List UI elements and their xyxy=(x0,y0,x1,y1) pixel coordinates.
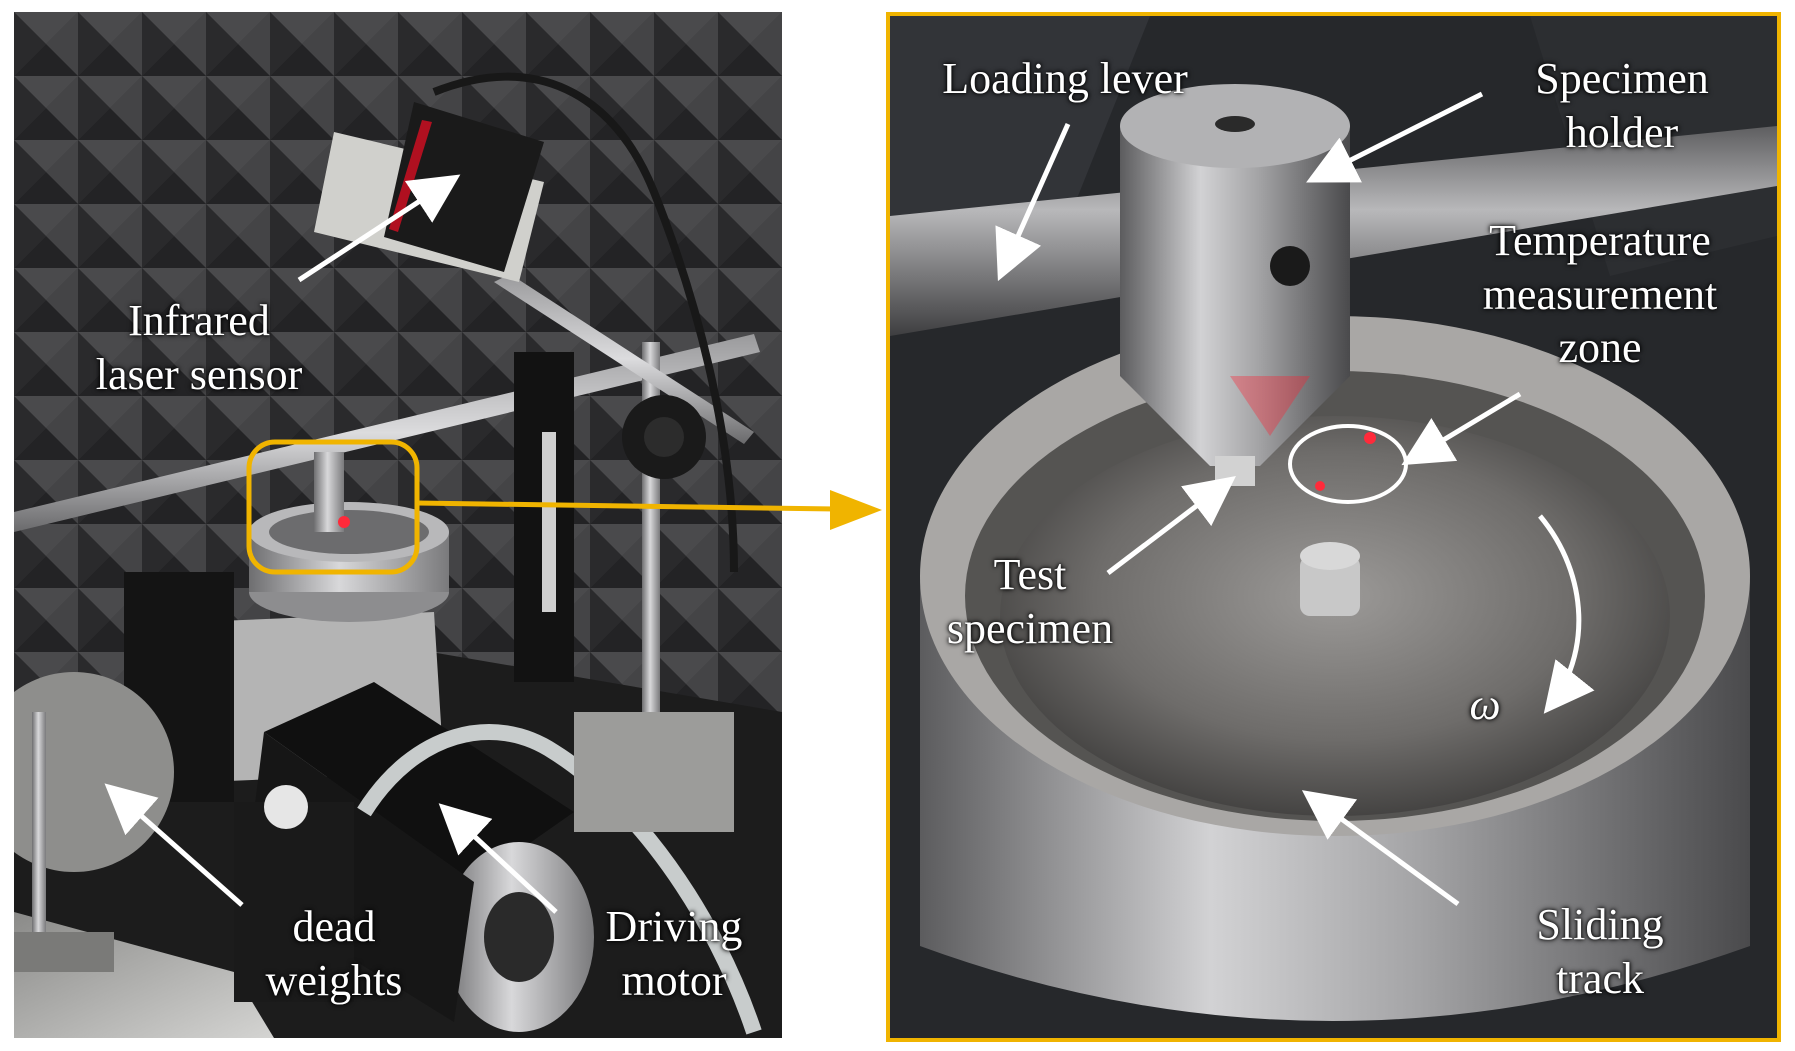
laser-dot xyxy=(1315,481,1325,491)
infrared-laser-sensor xyxy=(314,102,544,282)
specimen-disk-assembly xyxy=(249,452,449,622)
test-specimen xyxy=(1215,456,1255,486)
label-test-specimen: Test specimen xyxy=(946,550,1114,653)
sensor-cable xyxy=(432,72,738,573)
laser-dot xyxy=(1364,432,1376,444)
sensor-arm-rod xyxy=(494,274,754,444)
sliding-track-arrow xyxy=(1301,790,1460,907)
left-photo-panel: Infrared laser sensor dead weights Drivi… xyxy=(14,12,782,1038)
driving-motor-arrow xyxy=(438,803,558,914)
label-temperature-measurement-zone: Temperature measurement zone xyxy=(1482,216,1718,373)
label-dead-weights: dead weights xyxy=(265,902,403,1005)
loading-lever-arrow xyxy=(995,122,1071,282)
label-specimen-holder: Specimen holder xyxy=(1535,54,1709,157)
test-specimen-arrow xyxy=(1106,475,1236,575)
zoom-connector-arrowhead xyxy=(830,490,882,530)
driving-motor xyxy=(234,682,594,1032)
label-loading-lever: Loading lever xyxy=(942,54,1188,103)
temperature-zone-arrow xyxy=(1401,391,1522,466)
rotation-arrow xyxy=(1538,514,1595,714)
label-sliding-track: Sliding track xyxy=(1536,900,1664,1003)
sliding-track-housing xyxy=(920,316,1750,1021)
right-photo-panel: Loading lever Specimen holder Temperatur… xyxy=(886,12,1781,1042)
label-driving-motor: Driving motor xyxy=(605,902,743,1005)
specimen-holder-arrow xyxy=(1306,91,1484,183)
left-photo-illustration xyxy=(14,12,782,1038)
magnetic-base xyxy=(574,712,734,832)
infrared-arrow xyxy=(297,174,461,283)
right-photo-illustration xyxy=(890,16,1777,1038)
motor-cable xyxy=(357,724,762,1035)
dead-weights-arrow xyxy=(104,783,244,907)
label-omega: ω xyxy=(1469,680,1501,729)
label-infrared-laser-sensor: Infrared laser sensor xyxy=(95,296,303,399)
